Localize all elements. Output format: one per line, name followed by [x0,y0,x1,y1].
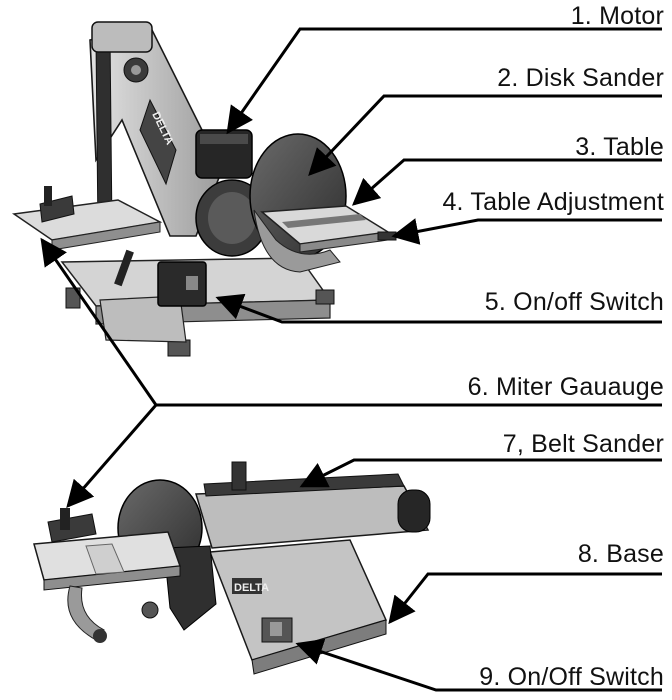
leader-motor [226,27,662,135]
leader-miter-bottom [66,404,158,509]
miter-gauge-bottom [47,513,97,543]
label-disk-sander: 2. Disk Sander [497,64,664,92]
top-foot-right2 [315,289,335,305]
label-belt-sander: 7, Belt Sander [502,430,664,458]
leader-belt-sander [299,458,662,488]
label-base: 8. Base [577,540,664,568]
leader-table-adjustment [391,218,662,245]
delta-badge-bottom [232,578,262,594]
table-adjustment-knob [377,231,397,241]
miter-handle-bottom [60,508,70,530]
belt-housing [195,485,430,549]
leader-switch-bottom [295,638,662,692]
miter-slot [282,214,366,228]
on-off-switch-box-top [157,261,207,307]
leader-switch-top [215,293,662,324]
top-sander-illustration: DELTA [11,21,397,357]
leader-base [388,572,662,625]
leader-miter-top [40,237,158,406]
label-on-off-switch-bottom: 9. On/Off Switch [479,663,664,691]
bottom-sander-illustration: DELTA [33,461,431,675]
belt-arm-top-housing [91,21,153,53]
belt-back-stop [231,461,247,491]
label-motor: 1. Motor [570,2,664,30]
belt-roller-right [397,489,431,533]
disk-guard [253,209,341,273]
delta-logo-bottom: DELTA [234,582,269,594]
leader-disk-sander [308,94,662,176]
delta-plate-top [139,98,177,186]
top-foot-left [65,287,81,309]
leader-lines [40,27,662,692]
top-leg [99,295,187,343]
label-miter-gauge: 6. Miter Gauauge [467,373,664,401]
tilt-lever-top [114,249,134,287]
miter-handle-top [44,186,52,206]
leader-table [351,158,662,206]
label-on-off-switch-top: 5. On/off Switch [484,288,664,316]
label-table: 3. Table [575,133,664,161]
label-table-adjustment: 4. Table Adjustment [442,188,664,216]
